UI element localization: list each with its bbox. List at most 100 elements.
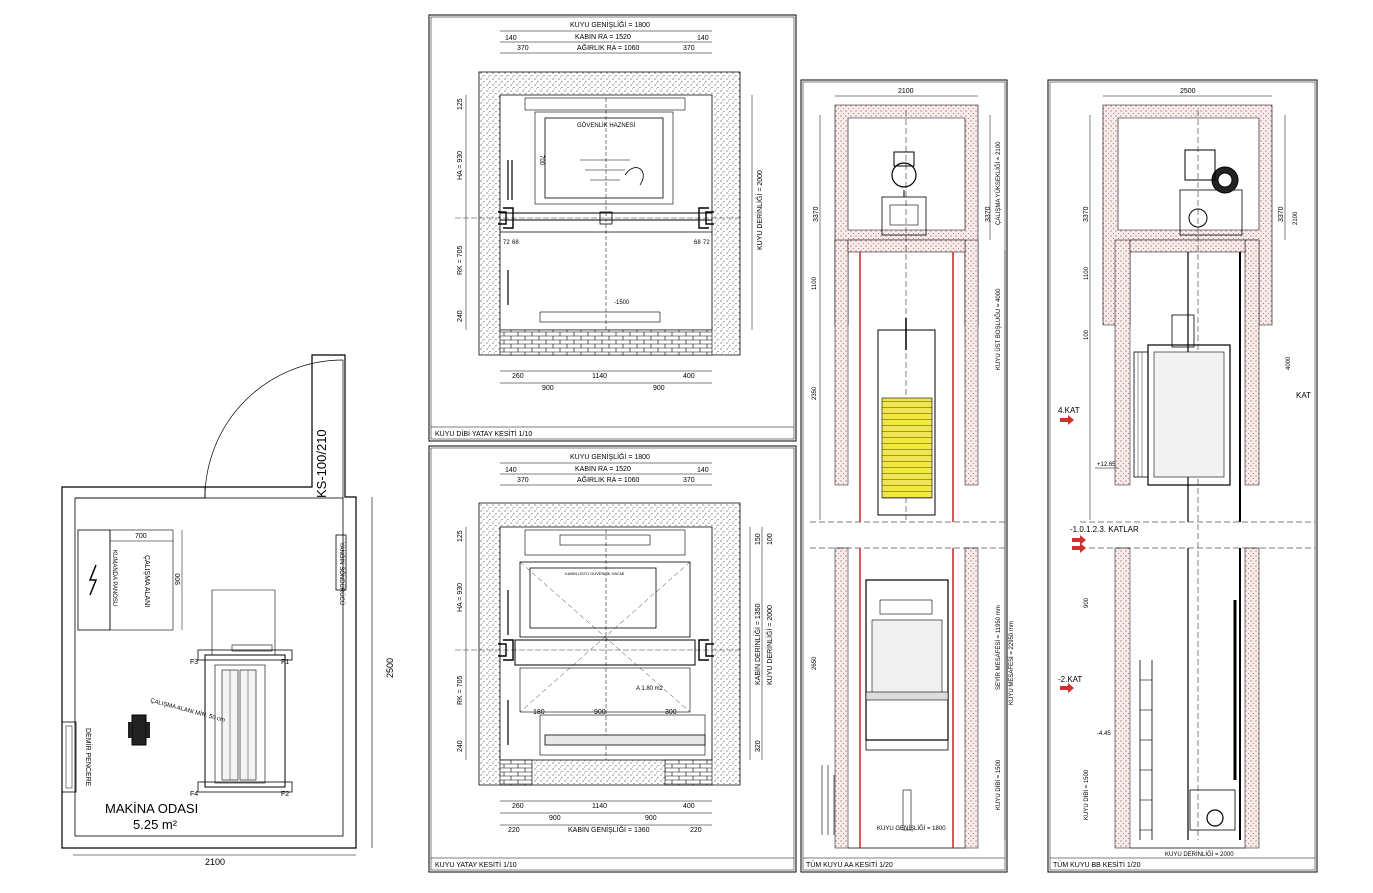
car-car-ra: KABİN RA = 1520 <box>575 464 631 473</box>
motor-icon <box>128 714 150 746</box>
bb-kat4-level: +12.65 <box>1097 462 1116 468</box>
pit-shaft-width: KUYU GENİŞLİĞİ = 1800 <box>570 20 650 29</box>
dim-900: 900 <box>175 573 182 585</box>
car-d900: 900 <box>594 709 606 716</box>
pit-d140b: 140 <box>697 35 709 42</box>
dim-700: 700 <box>135 533 147 540</box>
car-d370b: 370 <box>683 477 695 484</box>
f1-label: F1 <box>281 659 289 666</box>
bb-d900: 900 <box>1084 597 1090 608</box>
pit-rk: RK = 705 <box>457 246 464 275</box>
car-d400: 400 <box>683 803 695 810</box>
pit-d260: 260 <box>512 373 524 380</box>
aa-title: TÜM KUYU AA KESİTİ 1/20 <box>806 860 893 869</box>
bb-bottom: KUYU DERİNLİĞİ = 2000 <box>1165 851 1234 858</box>
section-bb-panel: TÜM KUYU BB KESİTİ 1/20 2500 <box>1047 79 1318 873</box>
bb-katlar: -1.0.1.2.3. KATLAR <box>1070 525 1139 534</box>
car-d220a: 220 <box>508 827 520 834</box>
machine-frame <box>197 589 293 793</box>
pit-d700: 700 <box>538 155 544 166</box>
bb-machine <box>1179 149 1243 236</box>
bb-pit-ladder <box>1139 660 1153 840</box>
pit-d370a: 370 <box>517 45 529 52</box>
car-d180: 180 <box>533 709 545 716</box>
aa-car <box>865 579 949 831</box>
aa-counterweight <box>877 318 936 516</box>
pit-plan-title: KUYU DİBİ YATAY KESİTİ 1/10 <box>435 429 532 438</box>
car-d240: 240 <box>457 740 464 752</box>
rail-bracket-right <box>698 207 714 229</box>
bb-d1100: 1100 <box>1084 266 1090 280</box>
car-d320: 320 <box>755 740 762 752</box>
pit-d400: 400 <box>683 373 695 380</box>
dim-width-2100: 2100 <box>205 857 225 867</box>
bb-ka: KAT <box>1296 391 1311 400</box>
section-aa-panel: TÜM KUYU AA KESİTİ 1/20 2100 <box>800 79 1008 873</box>
bb-kat-minus2: -2.KAT <box>1058 675 1082 684</box>
pit-d140a: 140 <box>505 35 517 42</box>
bb-work-height: 2100 <box>1293 211 1299 225</box>
bb-tension-pulley <box>1189 600 1237 831</box>
bb-d100: 100 <box>1084 329 1090 340</box>
car-cabin-depth: KABİN DERİNLİĞİ = 1350 <box>753 603 762 685</box>
pit-d900b: 900 <box>653 385 665 392</box>
car-shaft-width: KUYU GENİŞLİĞİ = 1800 <box>570 452 650 461</box>
pit-plan-panel: KUYU DİBİ YATAY KESİTİ 1/10 KUYU GENİŞLİ… <box>428 14 797 442</box>
pit-d72b: 72 <box>703 240 710 246</box>
pit-d1140: 1140 <box>592 373 607 380</box>
bb-title: TÜM KUYU BB KESİTİ 1/20 <box>1053 860 1141 869</box>
pit-cw-ra: AĞIRLIK RA = 1060 <box>577 43 640 52</box>
machine-room-title: MAKİNA ODASI <box>105 801 198 816</box>
fire-extinguisher-label: YANGIN SÖNDÜRÜCÜ <box>338 542 345 605</box>
car-ha: HA = 930 <box>457 583 464 612</box>
pit-d370b: 370 <box>683 45 695 52</box>
pit-depth: KUYU DERİNLİĞİ = 2000 <box>755 170 764 250</box>
bb-d4000: 4000 <box>1286 356 1292 370</box>
bb-pit-depth: KUYU DİBİ = 1500 <box>1083 769 1090 820</box>
pit-d68a: 68 <box>512 240 519 246</box>
aa-d2650: 2650 <box>812 656 818 670</box>
car-plan-panel: KUYU YATAY KESİTİ 1/10 KUYU GENİŞLİĞİ = … <box>428 445 797 873</box>
aa-pit-buffer <box>821 765 835 835</box>
pit-d240: 240 <box>457 310 464 322</box>
aa-d2350: 2350 <box>812 386 818 400</box>
pit-d72a: 72 <box>503 240 510 246</box>
aa-pit-depth: KUYU DİBİ = 1500 <box>995 759 1002 810</box>
car-d260: 260 <box>512 803 524 810</box>
aa-machine <box>881 151 927 236</box>
car-d900a: 900 <box>549 815 561 822</box>
floor-arrow-icon <box>1072 543 1086 553</box>
bb-kat4: 4.KAT <box>1058 406 1080 415</box>
car-d220b: 220 <box>690 827 702 834</box>
car-d1140: 1140 <box>592 803 607 810</box>
car-d150: 150 <box>755 533 762 545</box>
aa-d3370b: 3370 <box>985 206 992 222</box>
aa-travel: SEYİR MESAFESİ = 11950 mm <box>995 605 1002 690</box>
car-rail-bracket-right <box>698 639 714 661</box>
car-cabin-note: KABİN ÜSTÜ GÜVENLİK HACMİ <box>565 571 624 576</box>
aa-top-width: 2100 <box>898 88 914 95</box>
bb-top-width: 2500 <box>1180 88 1196 95</box>
car-cw-ra: AĞIRLIK RA = 1060 <box>577 475 640 484</box>
car-rail-bracket-left <box>498 639 514 661</box>
lightning-icon <box>88 564 98 596</box>
f4-label: F4 <box>190 791 198 798</box>
aa-d3370a: 3370 <box>813 206 820 222</box>
aa-d1100: 1100 <box>812 276 818 290</box>
door-label: KS-100/210 <box>314 429 329 498</box>
pit-ha: HA = 930 <box>457 151 464 180</box>
aa-headroom: KUYU ÜST BOŞLUĞU = 4000 <box>995 288 1002 370</box>
car-d140a: 140 <box>505 467 517 474</box>
machine-room-area: 5.25 m² <box>133 817 178 832</box>
pit-d125: 125 <box>457 98 464 110</box>
car-a-note: A 1.80 m2 <box>636 686 664 692</box>
f3-label: F3 <box>190 659 198 666</box>
car-depth: KUYU DERİNLİĞİ = 2000 <box>765 605 774 685</box>
pit-car-ra: KABİN RA = 1520 <box>575 32 631 41</box>
car-width: KABİN GENİŞLİĞİ = 1360 <box>568 825 650 834</box>
floor-arrow-icon <box>1060 683 1074 693</box>
pit-d900a: 900 <box>542 385 554 392</box>
car-rk: RK = 705 <box>457 676 464 705</box>
pit-d68b: 68 <box>694 240 701 246</box>
